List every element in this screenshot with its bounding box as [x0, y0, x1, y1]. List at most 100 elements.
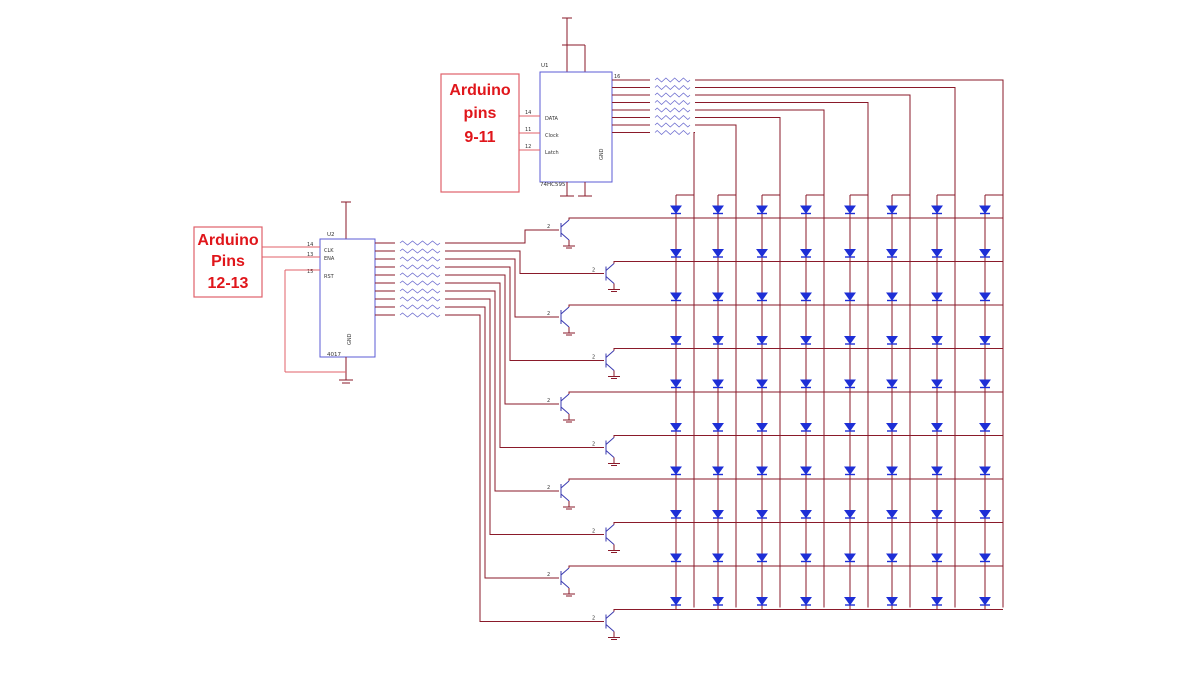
led-icon — [844, 249, 856, 258]
led-icon — [712, 466, 724, 475]
led-icon — [979, 466, 991, 475]
led-icon — [670, 597, 682, 606]
led-icon — [886, 336, 898, 345]
transistor-emitter — [560, 232, 570, 241]
transistor-collector — [560, 306, 570, 315]
led-icon — [931, 205, 943, 214]
led-icon — [756, 379, 768, 388]
led-icon — [800, 423, 812, 432]
led-icon — [756, 336, 768, 345]
led-icon — [800, 466, 812, 475]
resistor-icon — [654, 129, 691, 136]
transistor-emitter — [605, 363, 615, 371]
led-icon — [756, 292, 768, 301]
base-wire — [445, 290, 559, 492]
resistor-icon — [399, 312, 441, 318]
label-line-3: 12-13 — [208, 275, 249, 292]
led-icon — [979, 553, 991, 562]
resistor-icon — [399, 272, 441, 278]
led-icon — [712, 292, 724, 301]
led-icon — [886, 466, 898, 475]
transistor-emitter — [605, 276, 615, 284]
row-wire — [568, 565, 1003, 568]
led-icon — [800, 249, 812, 258]
u1-pinnum-12: 12 — [525, 144, 531, 150]
base-wire — [445, 258, 559, 318]
base-wire — [445, 314, 604, 622]
label-line-1: Arduino — [197, 232, 259, 249]
u2-pinnum-15: 15 — [307, 269, 313, 275]
row-wire — [613, 522, 1003, 525]
led-icon — [886, 423, 898, 432]
resistor-icon — [399, 296, 441, 302]
row-wire — [568, 391, 1003, 394]
base-wire — [445, 282, 604, 448]
u2-part: 4017 — [327, 352, 341, 358]
transistor-emitter — [560, 319, 570, 328]
led-icon — [931, 292, 943, 301]
base-label: 2 — [547, 572, 550, 578]
led-icon — [712, 553, 724, 562]
wires-arduino-to-u1 — [519, 115, 540, 151]
chip-u2-4017: U2 4017 CLK ENA RST 14 13 15 GND — [307, 201, 376, 384]
chip-u1-74hc595: U1 74HC595 DATA Clock Latch 14 11 12 16 … — [525, 17, 620, 197]
led-icon — [886, 597, 898, 606]
led-icon — [844, 379, 856, 388]
led-icon — [979, 249, 991, 258]
transistor-collector — [605, 524, 615, 532]
led-icon — [712, 597, 724, 606]
row-wire — [568, 478, 1003, 481]
base-label: 2 — [547, 224, 550, 230]
u1-output-resistors — [612, 77, 1004, 608]
u2-pin-clk: CLK — [324, 248, 334, 254]
transistor-emitter — [560, 580, 570, 589]
led-icon — [844, 510, 856, 519]
label-line-1: Arduino — [449, 82, 511, 99]
base-wire — [445, 229, 559, 244]
u2-gnd: GND — [347, 333, 353, 345]
led-icon — [670, 205, 682, 214]
base-label: 2 — [592, 355, 595, 361]
transistor-collector — [605, 263, 615, 271]
led-icon — [886, 553, 898, 562]
led-icon — [844, 553, 856, 562]
transistor-collector — [605, 350, 615, 358]
led-icon — [931, 466, 943, 475]
led-icon — [712, 510, 724, 519]
led-icon — [931, 423, 943, 432]
u1-pin-clock: Clock — [545, 133, 559, 139]
led-icon — [670, 553, 682, 562]
column-feed-wire — [693, 132, 695, 608]
led-icon — [800, 336, 812, 345]
transistor-collector — [560, 219, 570, 228]
column-feed-wire — [695, 117, 781, 608]
resistor-icon — [399, 280, 441, 286]
led-icon — [886, 205, 898, 214]
led-icon — [800, 597, 812, 606]
column-feed-wire — [695, 87, 956, 608]
resistor-icon — [654, 122, 691, 128]
led-icon — [886, 510, 898, 519]
u1-gnd: GND — [599, 148, 605, 160]
row-wire — [613, 609, 1003, 612]
base-wire — [445, 306, 559, 579]
label-line-3: 9-11 — [464, 129, 495, 146]
led-icon — [979, 205, 991, 214]
led-icon — [979, 597, 991, 606]
resistor-icon — [654, 92, 691, 98]
transistor-emitter — [560, 493, 570, 502]
u1-pinnum-16: 16 — [614, 74, 620, 80]
row-wire — [568, 217, 1003, 220]
led-icon — [886, 249, 898, 258]
led-icon — [844, 205, 856, 214]
resistor-icon — [399, 304, 441, 310]
led-icon — [979, 423, 991, 432]
base-label: 2 — [592, 268, 595, 274]
led-icon — [844, 597, 856, 606]
led-icon — [886, 292, 898, 301]
led-icon — [756, 205, 768, 214]
resistor-icon — [399, 248, 441, 254]
row-wire — [613, 435, 1003, 438]
led-icon — [670, 466, 682, 475]
